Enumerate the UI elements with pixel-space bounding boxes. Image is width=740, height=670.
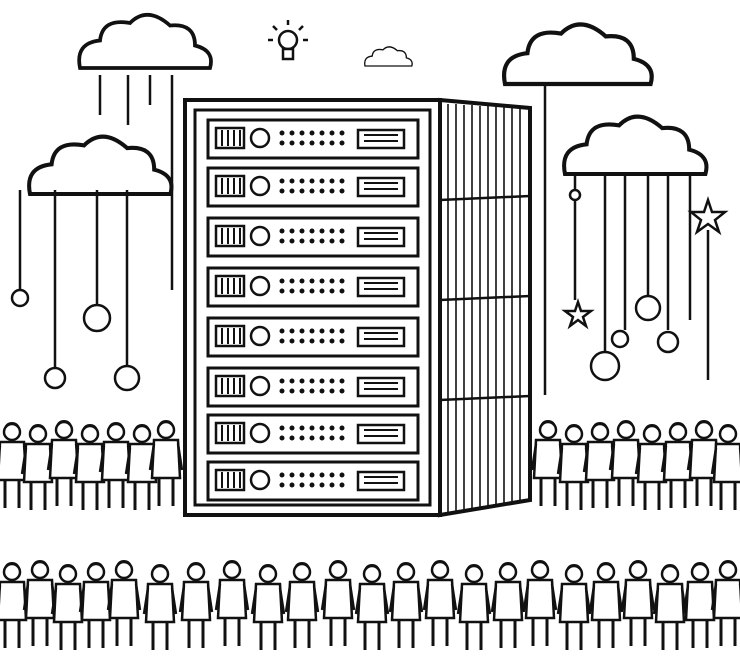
server-rack-icon: [183, 97, 532, 518]
cloud-icon: [364, 46, 413, 67]
cloud-icon: [564, 117, 706, 174]
hanging-strings: [10, 75, 710, 395]
star-icon: [561, 298, 595, 330]
cloud-icon: [77, 12, 213, 70]
crowd-front-row: [0, 558, 740, 652]
lightbulb-icon: [268, 20, 308, 61]
cloud-icon: [29, 137, 171, 194]
cloud-icon: [504, 24, 652, 84]
star-icon: [687, 196, 729, 236]
